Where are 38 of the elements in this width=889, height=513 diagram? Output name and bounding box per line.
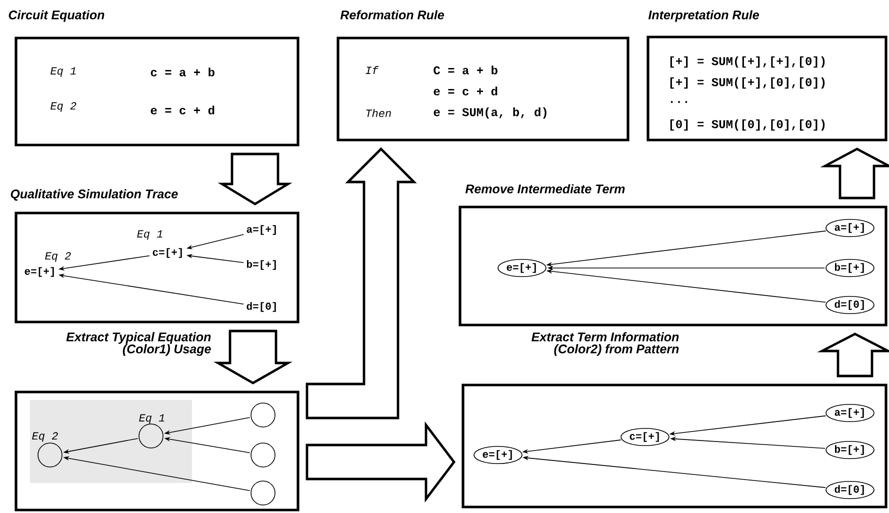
circle-symbol xyxy=(250,402,276,428)
block-arrow xyxy=(820,148,889,200)
equation-label: Eq 1 xyxy=(137,230,162,240)
equation-label: Eq 1 xyxy=(139,414,164,424)
circle-symbol xyxy=(250,480,276,506)
term-label: b=[+] xyxy=(246,260,276,270)
panel-heading: Remove Intermediate Term xyxy=(465,184,625,194)
formula-text: [+] = SUM([+],[+],[0]) xyxy=(670,56,825,68)
formula-text: [+] = SUM([+],[0],[0]) xyxy=(670,77,825,89)
term-label: e=[+] xyxy=(24,267,54,277)
block-arrow xyxy=(306,147,417,420)
formula-text: e = c + d xyxy=(150,106,214,114)
formula-text: c = a + b xyxy=(150,68,214,76)
formula-text: e = c + d xyxy=(434,86,498,96)
formula-text: [0] = SUM([0],[0],[0]) xyxy=(670,119,825,131)
equation-label: If xyxy=(366,66,379,74)
block-arrow xyxy=(213,330,293,384)
panel-heading: Qualitative Simulation Trace xyxy=(10,189,178,201)
panel-heading: Extract Term Information (Color2) from Pattern xyxy=(532,332,679,356)
equation-label: Eq 1 xyxy=(50,67,76,77)
block-arrow xyxy=(306,421,456,503)
equation-label: Eq 2 xyxy=(32,432,58,442)
panel-heading: Reformation Rule xyxy=(340,10,444,20)
circle-symbol xyxy=(250,442,276,468)
panel-heading: Extract Typical Equation (Color1) Usage xyxy=(66,332,211,356)
equation-label: Eq 2 xyxy=(50,102,76,112)
block-arrow xyxy=(817,332,889,378)
formula-text: ... xyxy=(670,101,688,103)
panel-heading: Interpretation Rule xyxy=(648,10,759,22)
panel-heading: Circuit Equation xyxy=(8,10,104,22)
term-label: d=[0] xyxy=(246,302,276,312)
equation-label: Then xyxy=(366,108,391,118)
term-label: c=[+] xyxy=(152,248,182,258)
formula-text: C = a + b xyxy=(434,66,498,74)
formula-text: e = SUM(a, b, d) xyxy=(434,107,546,119)
equation-label: Eq 2 xyxy=(45,252,71,262)
term-label: a=[+] xyxy=(246,225,276,235)
block-arrow xyxy=(218,152,292,206)
